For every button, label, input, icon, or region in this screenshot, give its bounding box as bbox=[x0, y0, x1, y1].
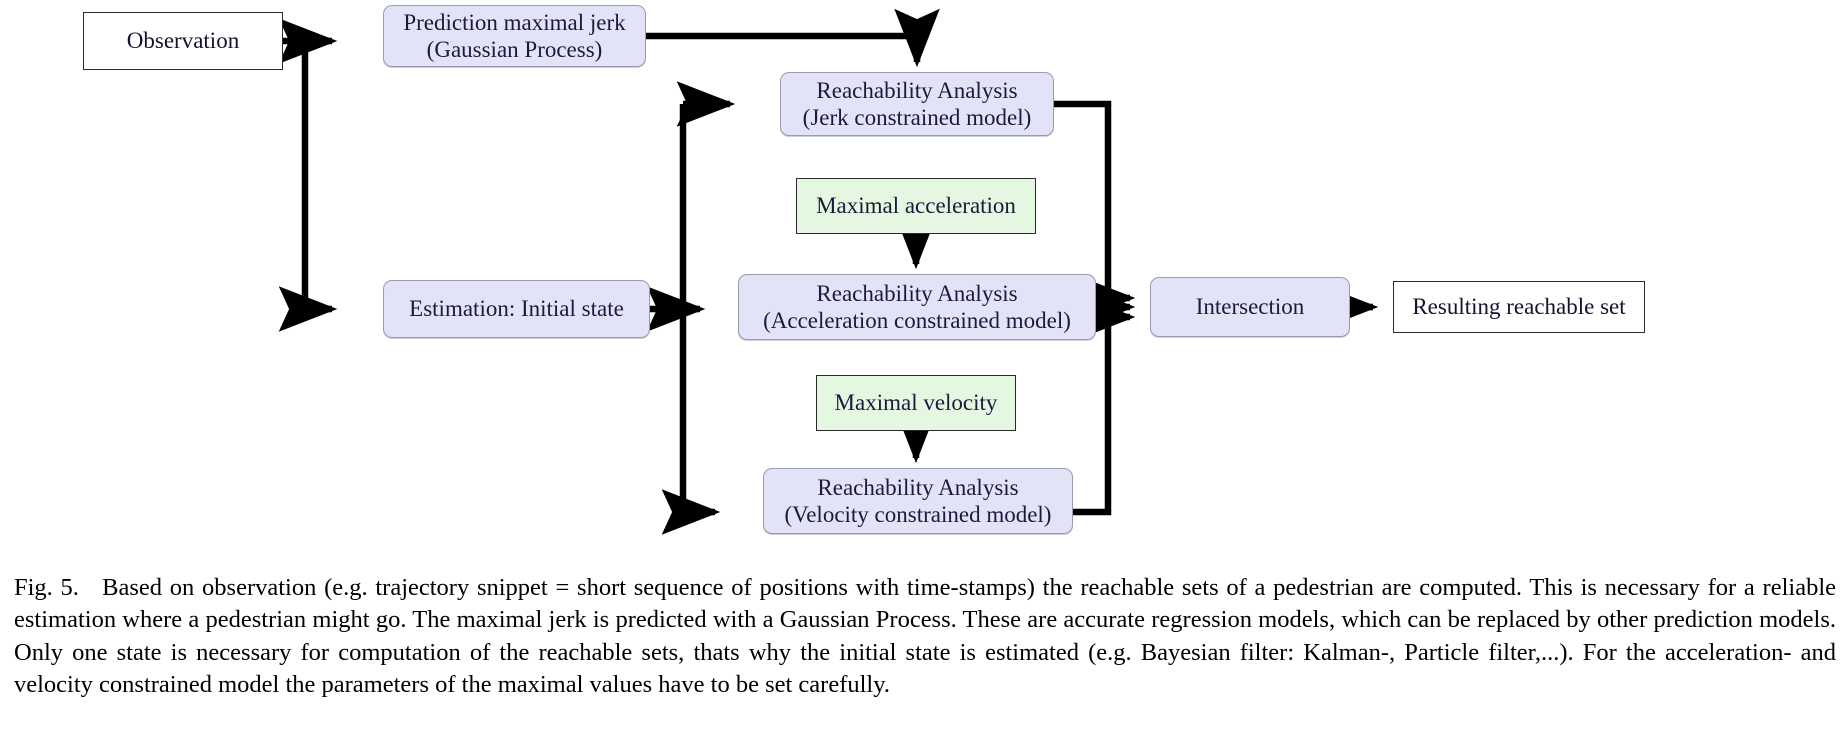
node-observation-line-1: Observation bbox=[126, 28, 240, 54]
edge-prediction-to-rajerk bbox=[646, 8, 940, 68]
node-maximal-acceleration-line-1: Maximal acceleration bbox=[816, 193, 1016, 219]
node-reachability-analysis-velocity[interactable]: Reachability Analysis (Velocity constrai… bbox=[763, 468, 1073, 534]
node-prediction-maximal-jerk-line-1: Prediction maximal jerk bbox=[403, 9, 626, 35]
node-reachability-analysis-acceleration[interactable]: Reachability Analysis (Acceleration cons… bbox=[738, 274, 1096, 340]
edge-rajerk-to-intersection bbox=[1054, 100, 1136, 321]
node-prediction-maximal-jerk[interactable]: Prediction maximal jerk (Gaussian Proces… bbox=[383, 5, 646, 67]
node-resulting-reachable-set[interactable]: Resulting reachable set bbox=[1393, 281, 1645, 333]
node-reachability-analysis-acceleration-line-2: (Acceleration constrained model) bbox=[763, 308, 1071, 333]
figure-diagram: Observation Prediction maximal jerk (Gau… bbox=[83, 5, 1645, 535]
node-estimation-initial-state[interactable]: Estimation: Initial state bbox=[383, 280, 650, 338]
node-reachability-analysis-velocity-line-1: Reachability Analysis bbox=[817, 474, 1019, 500]
node-prediction-maximal-jerk-line-2: (Gaussian Process) bbox=[426, 37, 603, 62]
node-reachability-analysis-velocity-line-2: (Velocity constrained model) bbox=[784, 502, 1052, 527]
node-intersection[interactable]: Intersection bbox=[1150, 277, 1350, 337]
edge-ravel-to-intersection bbox=[1073, 294, 1136, 516]
node-reachability-analysis-jerk[interactable]: Reachability Analysis (Jerk constrained … bbox=[780, 72, 1054, 136]
figure-caption: Fig. 5. Based on observation (e.g. traje… bbox=[14, 572, 1836, 701]
node-estimation-initial-state-line-1: Estimation: Initial state bbox=[409, 296, 624, 322]
figure-caption-text: Based on observation (e.g. trajectory sn… bbox=[14, 574, 1837, 698]
node-intersection-line-1: Intersection bbox=[1195, 294, 1305, 320]
node-resulting-reachable-set-line-1: Resulting reachable set bbox=[1412, 294, 1626, 320]
figure-caption-label: Fig. 5. bbox=[14, 574, 79, 601]
node-maximal-velocity-line-1: Maximal velocity bbox=[834, 390, 998, 416]
node-reachability-analysis-jerk-line-2: (Jerk constrained model) bbox=[802, 105, 1032, 130]
node-maximal-velocity[interactable]: Maximal velocity bbox=[816, 375, 1016, 431]
node-reachability-analysis-jerk-line-1: Reachability Analysis bbox=[816, 77, 1018, 103]
node-reachability-analysis-acceleration-line-1: Reachability Analysis bbox=[816, 280, 1018, 306]
node-observation[interactable]: Observation bbox=[83, 12, 283, 70]
node-maximal-acceleration[interactable]: Maximal acceleration bbox=[796, 178, 1036, 234]
